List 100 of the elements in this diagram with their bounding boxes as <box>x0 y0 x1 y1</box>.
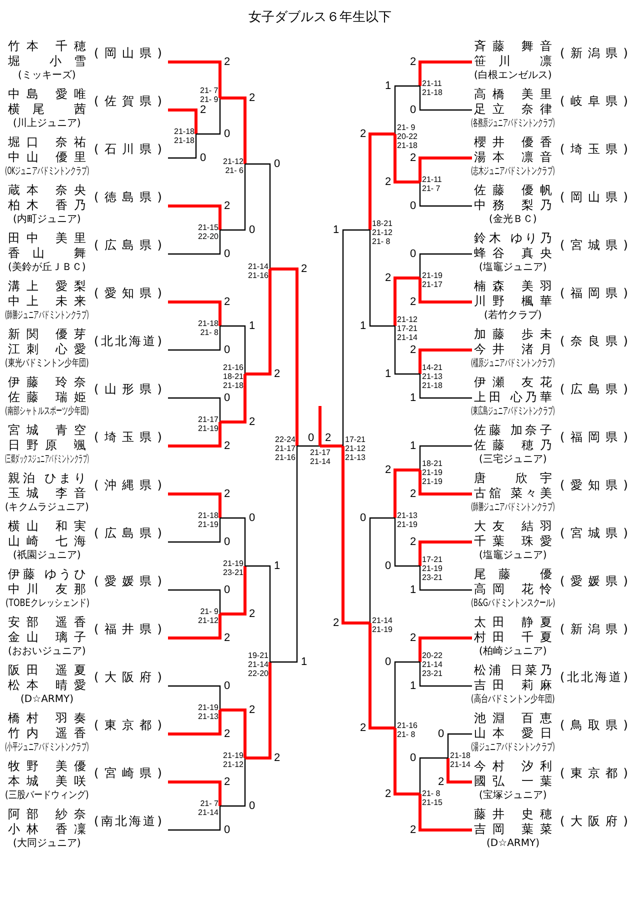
prefecture-label: (大阪府) <box>560 814 630 829</box>
prefecture-label: (愛媛県) <box>560 574 630 589</box>
club-name: (三宅ジュニア) <box>479 453 547 467</box>
prefecture-label: (大阪府) <box>94 670 164 685</box>
bracket-line <box>369 517 395 623</box>
edge-label: 2 <box>248 704 256 716</box>
match-score: 21-17 21-14 <box>310 448 330 466</box>
club-name: (祇園ジュニア) <box>13 549 81 563</box>
edge-label: 1 <box>384 80 392 92</box>
edge-label: 2 <box>384 464 392 476</box>
edge-label: 2 <box>324 433 332 444</box>
player-name: 古舘 菜々美 <box>474 486 552 501</box>
prefecture-label: (南北海道) <box>94 814 164 829</box>
edge-label: 0 <box>359 512 368 524</box>
bracket-line <box>168 710 222 736</box>
prefecture-label: (広島県) <box>94 526 164 541</box>
player-name: 足立 奈律 <box>474 102 552 117</box>
player-name: 金山 璃子 <box>8 630 86 645</box>
club-name: (おおいジュニア) <box>8 645 86 659</box>
bracket-line <box>394 326 420 375</box>
edge-label: 2 <box>409 296 418 308</box>
bracket-line <box>418 470 472 496</box>
player-name: 江刺 心愛 <box>8 342 86 357</box>
edge-label: 2 <box>332 618 340 628</box>
player-name: 高岡 花怜 <box>474 582 552 597</box>
edge-label: 2 <box>384 272 392 284</box>
club-name: (師勝ジュニアバドミントンクラブ) <box>470 501 555 515</box>
player-name: 中上 未来 <box>8 294 86 309</box>
edge-label: 0 <box>307 433 316 444</box>
bracket-line <box>394 728 420 796</box>
edge-label: 2 <box>437 776 446 788</box>
match-score: 19-21 21-14 22-20 <box>248 650 268 678</box>
club-name: (三股バードウィング) <box>4 789 89 803</box>
bracket-line <box>220 374 246 424</box>
prefecture-label: (広島県) <box>94 238 164 253</box>
player-name: 日野原 颯 <box>8 438 86 453</box>
edge-label: 2 <box>409 344 418 356</box>
player-name: 竹内 遥香 <box>8 726 86 741</box>
prefecture-label: (福井県) <box>94 622 164 637</box>
match-score: 21- 9 20-22 21-18 <box>397 122 418 150</box>
player-name: 加藤 歩未 <box>474 327 552 342</box>
player-name: 香山 舞 <box>8 246 86 261</box>
match-score: 21-14 21-19 <box>372 616 392 634</box>
match-score: 18-21 21-12 21- 8 <box>372 218 392 246</box>
bracket-line <box>418 636 472 662</box>
club-name: (橿原ジュニアバドミントンクラブ) <box>470 357 555 371</box>
bracket-line <box>168 422 222 448</box>
club-name: (OKジュニアバドミントンクラブ) <box>5 165 90 179</box>
bracket-line <box>418 540 472 566</box>
edge-label: 0 <box>223 344 232 356</box>
edge-label: 1 <box>332 224 340 236</box>
edge-label: 0 <box>248 224 256 236</box>
bracket-line <box>394 661 420 728</box>
bracket-line <box>168 780 222 806</box>
bracket-line <box>168 326 221 351</box>
player-name: 松浦 日菜乃 <box>474 663 552 678</box>
bracket-line <box>418 60 472 86</box>
player-name: 中川 友那 <box>8 582 86 597</box>
prefecture-label: (福岡県) <box>560 286 630 301</box>
edge-label: 2 <box>248 416 256 428</box>
edge-label: 2 <box>384 176 392 188</box>
edge-label: 0 <box>223 392 232 404</box>
bracket-line <box>168 518 221 543</box>
player-name: 松本 晴愛 <box>8 678 86 693</box>
player-name: 田中 美里 <box>8 231 86 246</box>
prefecture-label: (鳥取県) <box>560 718 630 733</box>
bracket-line <box>245 269 272 376</box>
match-score: 21-12 21- 6 <box>223 157 244 175</box>
bracket-line <box>419 253 472 278</box>
edge-label: 1 <box>384 368 392 380</box>
player-name: 蜂谷 真央 <box>474 246 552 261</box>
match-score: 21- 7 21- 9 <box>200 86 218 104</box>
club-name: (大同ジュニア) <box>13 837 81 851</box>
club-name: (東光バドミントン少年団) <box>4 357 89 371</box>
player-name: 阪田 遥夏 <box>8 663 86 678</box>
match-score: 21-17 21-19 <box>198 415 218 433</box>
edge-label: 2 <box>409 488 418 500</box>
bracket-line <box>168 204 222 230</box>
edge-label: 2 <box>199 104 208 116</box>
player-name: 堀 小雪 <box>8 54 86 69</box>
prefecture-label: (埼玉県) <box>94 430 164 445</box>
club-name: (B&Gバドミントンスクール) <box>471 597 556 611</box>
prefecture-label: (新潟県) <box>560 622 630 637</box>
club-name: (柏崎ジュニア) <box>479 645 547 659</box>
bracket-line <box>419 374 472 399</box>
prefecture-label: (北北海道) <box>560 670 630 685</box>
bracket-line <box>394 85 420 134</box>
bracket-line <box>342 229 370 446</box>
prefecture-label: (広島県) <box>560 382 630 397</box>
edge-label: 0 <box>384 560 392 572</box>
edge-label: 1 <box>300 656 308 668</box>
bracket-line <box>168 589 221 614</box>
player-name: 湯本 凛音 <box>474 150 552 165</box>
player-name: 溝上 愛梨 <box>8 279 86 294</box>
match-score: 18-21 21-19 21-19 <box>422 458 442 486</box>
player-name: 牧野 美優 <box>8 759 86 774</box>
bracket-line <box>245 565 271 662</box>
player-name: 池淵 百恵 <box>474 711 552 726</box>
bracket-line <box>297 445 321 447</box>
bracket-line <box>418 348 472 374</box>
